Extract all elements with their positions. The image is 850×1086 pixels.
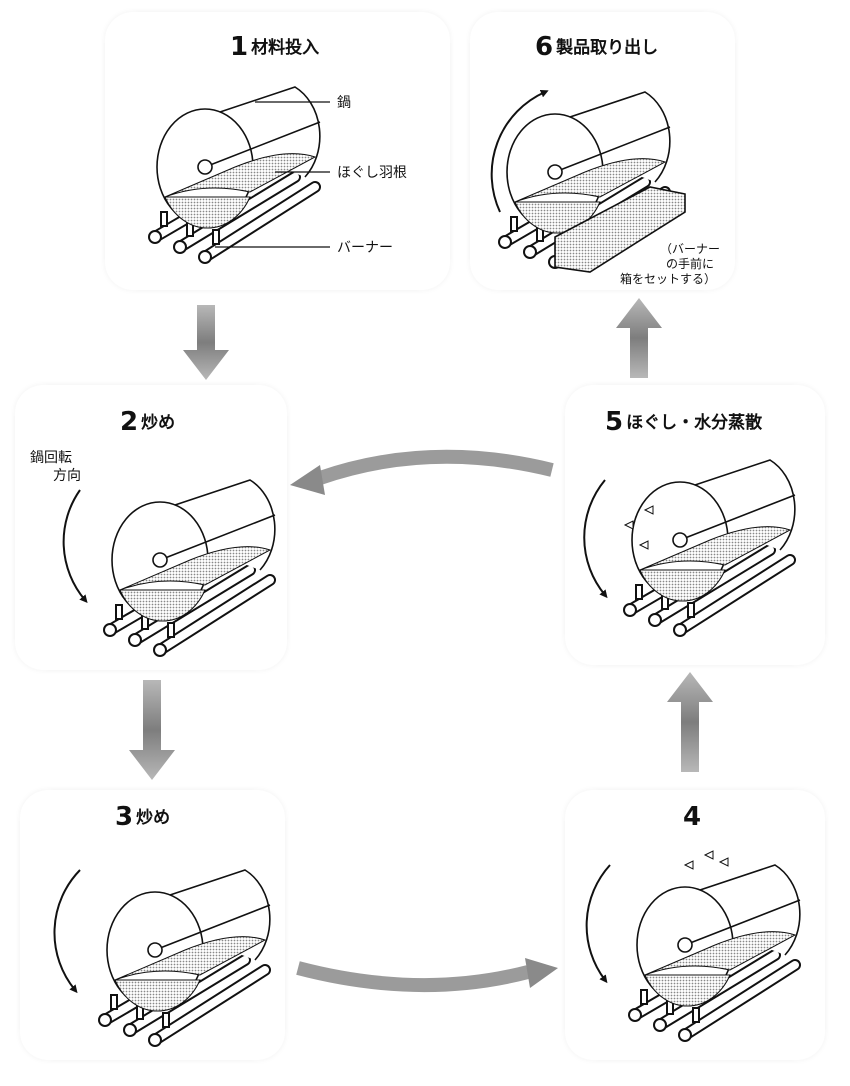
step-number: 6 [535,32,554,62]
blade-label: ほぐし羽根 [337,165,407,181]
step-4-panel: 4 [565,790,825,1060]
step-title-text: 材料投入 [251,38,320,58]
arrow-2-to-3 [129,680,175,780]
step-number: 5 [605,407,624,437]
rotation-label-1: 鍋回転 [30,450,72,466]
step-number: 3 [115,802,134,832]
arrow-cycle-top [317,449,554,485]
step-title-text: ほぐし・水分蒸散 [626,413,763,433]
step-4-title: 4 [683,802,704,832]
step-title-text: 炒め [136,808,171,828]
step-number: 4 [683,802,702,832]
arrow-4-to-5 [667,672,713,772]
drum-illustration-step-3 [53,790,285,1060]
note-line-3: 箱をセットする） [620,272,717,286]
drum-illustration-step-6 [490,12,686,290]
rotation-label-2: 方向 [53,468,81,484]
drum-illustration-step-2 [62,385,287,670]
drum-illustration-step-5 [583,385,825,665]
drum-illustration-step-4 [585,850,825,1060]
arrow-5-to-6 [616,298,662,378]
arrow-cycle-bottom [296,961,530,993]
note-line-1: （バーナー [660,242,721,256]
arrow-1-to-2 [183,305,229,380]
note-line-2: の手前に [666,257,715,271]
pot-label: 鍋 [337,95,351,111]
drum-illustration-step-1 [105,12,330,290]
step-number: 2 [120,407,139,437]
burner-label: バーナー [337,240,393,256]
step-number: 1 [230,32,249,62]
step-title-text: 炒め [141,413,176,433]
step-title-text: 製品取り出し [556,38,659,58]
